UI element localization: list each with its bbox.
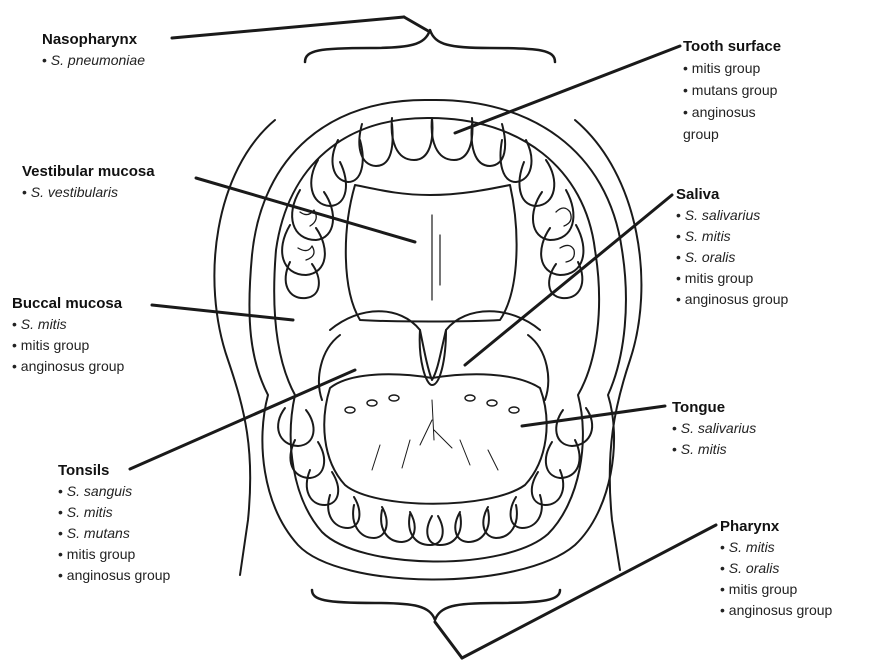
organism-item: mitis group	[676, 268, 788, 289]
upper-teeth	[282, 118, 583, 298]
leader-nasopharynx	[172, 17, 404, 38]
organism-item: mitis group	[720, 579, 832, 600]
label-tongue: Tongue S. salivarius S. mitis	[672, 398, 756, 460]
organism-item: anginosus group	[12, 356, 124, 377]
organism-item: anginosus group	[720, 600, 832, 621]
organism-item: S. oralis	[720, 558, 832, 579]
region-title: Tongue	[672, 398, 756, 417]
label-saliva: Saliva S. salivarius S. mitis S. oralis …	[676, 185, 788, 310]
label-vestibular-mucosa: Vestibular mucosa S. vestibularis	[22, 162, 155, 203]
leader-tooth-surface	[455, 46, 680, 133]
organism-item: mitis group	[683, 57, 795, 79]
leader-tongue	[522, 406, 665, 426]
region-title: Tooth surface	[683, 37, 795, 56]
organism-item: S. mutans	[58, 523, 170, 544]
tongue-outline	[324, 374, 546, 503]
organism-item: mitis group	[12, 335, 124, 356]
region-title: Tonsils	[58, 461, 170, 480]
palate	[346, 185, 517, 322]
top-brace	[305, 30, 555, 62]
region-title: Saliva	[676, 185, 788, 204]
region-title: Pharynx	[720, 517, 832, 536]
region-title: Nasopharynx	[42, 30, 145, 49]
organism-item: S. mitis	[676, 226, 788, 247]
tongue-fissures	[372, 400, 498, 470]
label-pharynx: Pharynx S. mitis S. oralis mitis group a…	[720, 517, 832, 621]
organism-item: S. salivarius	[672, 418, 756, 439]
organism-item: S. sanguis	[58, 481, 170, 502]
organism-item: mutans group	[683, 79, 795, 101]
leader-pharynx	[462, 525, 716, 658]
organism-item: mitis group	[58, 544, 170, 565]
organism-item: S. salivarius	[676, 205, 788, 226]
region-title: Buccal mucosa	[12, 294, 124, 313]
organism-item: S. mitis	[720, 537, 832, 558]
organism-item: S. mitis	[12, 314, 124, 335]
tonsillar-pillar-right	[528, 335, 548, 400]
leader-vestibular	[196, 178, 415, 242]
leader-nasopharynx-2	[404, 17, 430, 32]
organism-item: anginosus group	[676, 289, 788, 310]
organism-item: S. mitis	[672, 439, 756, 460]
leader-buccal	[152, 305, 293, 320]
organism-item: anginosus group	[683, 101, 795, 145]
label-nasopharynx: Nasopharynx S. pneumoniae	[42, 30, 145, 71]
label-tooth-surface: Tooth surface mitis group mutans group a…	[683, 37, 795, 145]
leader-pharynx-2	[435, 622, 462, 658]
organism-item: anginosus group	[58, 565, 170, 586]
label-tonsils: Tonsils S. sanguis S. mitis S. mutans mi…	[58, 461, 170, 586]
region-title: Vestibular mucosa	[22, 162, 155, 181]
bottom-brace	[312, 590, 560, 620]
organism-item: S. pneumoniae	[42, 50, 145, 71]
organism-item: S. vestibularis	[22, 182, 155, 203]
face-outline	[214, 120, 275, 575]
face-outline-right	[575, 120, 641, 570]
mouth-outline	[274, 118, 599, 562]
organism-item: S. oralis	[676, 247, 788, 268]
organism-item: S. mitis	[58, 502, 170, 523]
palate-raphe	[432, 215, 440, 300]
label-buccal-mucosa: Buccal mucosa S. mitis mitis group angin…	[12, 294, 124, 377]
leader-tonsils	[130, 370, 355, 469]
